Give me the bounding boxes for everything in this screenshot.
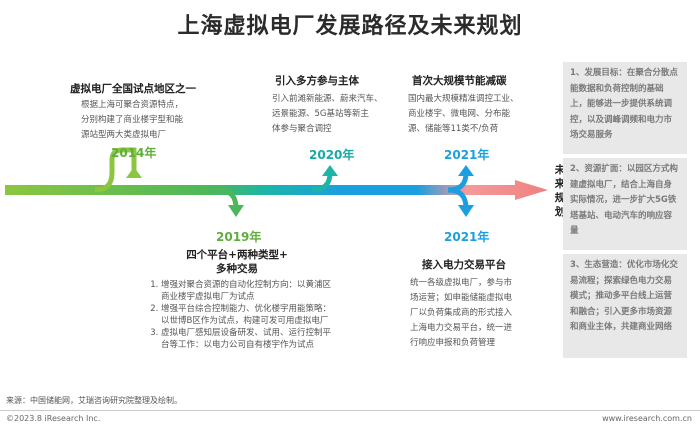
milestone-2019-heading: 四个平台+两种类型+ 多种交易 <box>182 248 292 276</box>
year-2020: 2020年 <box>309 148 355 162</box>
arrow-up-2020 <box>322 165 338 176</box>
year-2021-down: 2021年 <box>444 230 490 244</box>
milestone-2020-line: 远景能源、5G基站等新主 <box>272 109 369 119</box>
milestone-2020-text: 引入前滩新能源、蔚来汽车、 远景能源、5G基站等新主 体参与聚合调控 <box>272 92 397 137</box>
plan-box-goal: 1、发展目标：在聚合分散点能数据和负荷控制的基础上，能够进一步提供系统调控，以及… <box>563 62 687 154</box>
milestone-2021a-line: 商业楼宇、微电网、分布能 <box>408 109 511 119</box>
milestone-2021b-line: 上海电力交易平台，统一进 <box>410 323 513 333</box>
milestone-2019-heading-line: 多种交易 <box>216 263 258 275</box>
arrow-up-2014 <box>126 167 142 178</box>
timeline-bar <box>5 180 548 200</box>
source-note: 来源：中国储能网，艾瑞咨询研究院整理及绘制。 <box>6 396 182 405</box>
milestone-2014-line: 源站型两大类虚拟电厂 <box>81 130 167 140</box>
connector-2014 <box>94 147 137 193</box>
future-plan-sidebar: 1、发展目标：在聚合分散点能数据和负荷控制的基础上，能够进一步提供系统调控，以及… <box>563 62 687 358</box>
future-plan-label: 未来规划 <box>554 164 566 218</box>
milestone-2021b-line: 厂以负荷集成商的形式接入 <box>410 308 513 318</box>
plan-box-resources: 2、资源扩面：以园区方式构建虚拟电厂，结合上海自身实际情况，进一步扩大5G铁塔基… <box>563 158 687 250</box>
milestone-2021a-line: 源、储能等11类不/负荷 <box>408 124 499 134</box>
milestone-2021b-line: 场运营；如申能储能虚拟电 <box>410 293 513 303</box>
arrow-down-2021 <box>458 205 474 217</box>
milestone-2021b-line: 统一各级虚拟电厂，参与市 <box>410 278 513 288</box>
website-link[interactable]: www.iresearch.com.cn <box>602 414 692 423</box>
milestone-2014-text: 根据上海可聚合资源特点， 分别构建了商业楼宇型和能 源站型两大类虚拟电厂 <box>81 98 201 143</box>
milestone-2020-line: 引入前滩新能源、蔚来汽车、 <box>272 94 383 104</box>
milestone-2021b-heading: 接入电力交易平台 <box>422 259 506 271</box>
milestone-2014-line: 根据上海可聚合资源特点， <box>81 100 184 110</box>
arrow-up-2021 <box>458 165 474 176</box>
milestone-2021a-heading: 首次大规模节能减碳 <box>412 75 507 87</box>
milestone-2020-line: 体参与聚合调控 <box>272 124 332 134</box>
milestone-2014-line: 分别构建了商业楼宇型和能 <box>81 115 184 125</box>
step-item: 增强平台综合控制能力、优化楼宇用能策略：以世博B区作为试点，构建可发可用虚拟电厂 <box>161 304 336 327</box>
copyright: ©2023.8 iResearch Inc. <box>6 414 101 423</box>
milestone-2021a-line: 国内最大规模精准调控工业、 <box>408 94 519 104</box>
milestone-2014-heading: 虚拟电厂全国试点地区之一 <box>70 83 196 95</box>
milestone-2021b-text: 统一各级虚拟电厂，参与市 场运营；如申能储能虚拟电 厂以负荷集成商的形式接入 上… <box>410 276 538 351</box>
arrow-down-2019 <box>228 205 244 217</box>
milestone-2021b-line: 行响应申报和负荷管理 <box>410 338 496 348</box>
step-item: 虚拟电厂感知层设备研发、试用、运行控制平台等工作：以电力公司自有楼宇作为试点 <box>161 328 336 351</box>
page-title: 上海虚拟电厂发展路径及未来规划 <box>177 14 523 39</box>
step-item: 增强对聚合资源的自动化控制方向：以黄浦区商业楼宇虚拟电厂为试点 <box>161 280 336 303</box>
year-2019: 2019年 <box>216 230 262 244</box>
milestone-2019-steps: 增强对聚合资源的自动化控制方向：以黄浦区商业楼宇虚拟电厂为试点 增强平台综合控制… <box>145 280 336 352</box>
milestone-2020-heading: 引入多方参与主体 <box>275 75 359 87</box>
year-2021-up: 2021年 <box>444 148 490 162</box>
milestone-2021a-text: 国内最大规模精准调控工业、 商业楼宇、微电网、分布能 源、储能等11类不/负荷 <box>408 92 538 137</box>
plan-box-ecosystem: 3、生态营造：优化市场化交易流程；探索绿色电力交易模式；推动多平台线上运营和融合… <box>563 254 687 358</box>
milestone-2019-heading-line: 四个平台+两种类型+ <box>186 249 288 261</box>
year-2014: 2014年 <box>111 146 157 160</box>
footer-divider <box>0 410 700 411</box>
